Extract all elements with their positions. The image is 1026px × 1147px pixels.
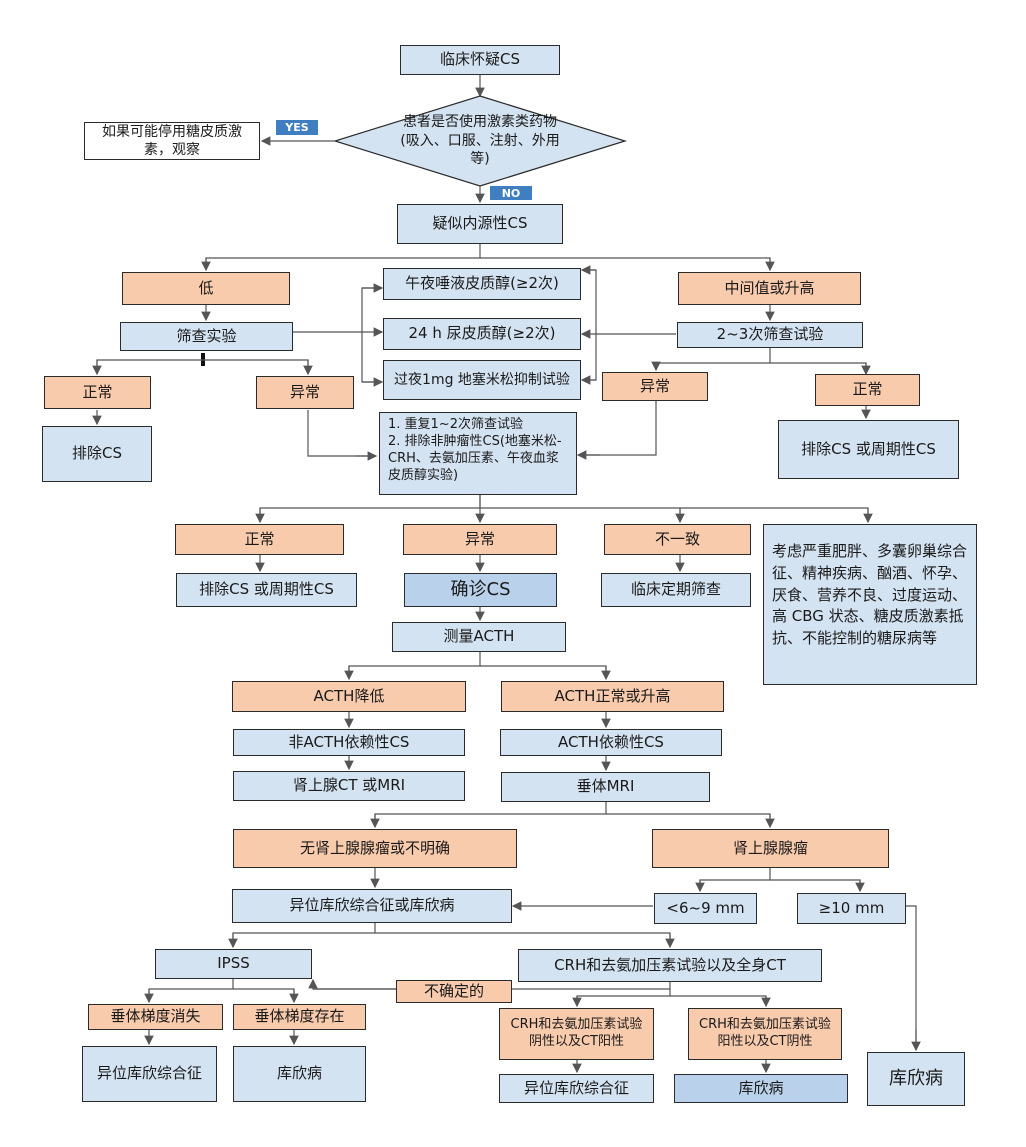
no-adrenal-adenoma-box: 无肾上腺腺瘤或不明确 (233, 829, 517, 868)
stop-steroid-box: 如果可能停用糖皮质激素，观察 (84, 122, 260, 160)
non-acth-dependent-box: 非ACTH依赖性CS (233, 729, 465, 756)
gradient-present-box: 垂体梯度存在 (233, 1004, 366, 1030)
confirm-cs-box: 确诊CS (404, 573, 557, 607)
suspect-cs-box: 临床怀疑CS (400, 45, 560, 75)
abnormal-mid-box: 异常 (403, 524, 557, 555)
normal-mid-box: 正常 (175, 524, 344, 555)
screening-test-box: 筛查实验 (120, 322, 293, 351)
normal-left-box: 正常 (44, 376, 151, 409)
ectopic-or-cushing-box: 异位库欣综合征或库欣病 (232, 889, 512, 923)
lt-6-9-box: <6~9 mm (654, 893, 757, 924)
adrenal-ct-mri-box: 肾上腺CT 或MRI (233, 771, 465, 801)
exclude-cs-periodic-right-box: 排除CS 或周期性CS (778, 420, 959, 479)
ectopic-box-2: 异位库欣综合征 (499, 1074, 654, 1103)
no-tag: NO (490, 186, 532, 200)
ge-10-box: ≥10 mm (797, 893, 906, 924)
steroid-question-diamond: 患者是否使用激素类药物(吸入、口服、注射、外用等) (400, 113, 560, 168)
measure-acth-box: 测量ACTH (392, 622, 566, 652)
cushing-big-box: 库欣病 (867, 1052, 965, 1106)
repeat-tests-box: 1. 重复1~2次筛查试验 2. 排除非肿瘤性CS(地塞米松-CRH、去氨加压素… (379, 412, 577, 495)
test-saliva-box: 午夜唾液皮质醇(≥2次) (383, 268, 581, 300)
intermediate-high-box: 中间值或升高 (678, 272, 861, 305)
ipss-box: IPSS (155, 949, 312, 979)
inconsistent-box: 不一致 (604, 524, 751, 555)
cushing-box-2: 库欣病 (674, 1074, 848, 1103)
normal-right-box: 正常 (815, 374, 920, 406)
cushing-box-1: 库欣病 (233, 1046, 366, 1102)
adrenal-adenoma-box: 肾上腺腺瘤 (652, 829, 889, 868)
abnormal-right-box: 异常 (602, 372, 708, 401)
low-box: 低 (122, 272, 290, 305)
pituitary-mri-box: 垂体MRI (501, 772, 710, 802)
screening-2-3-box: 2~3次筛查试验 (677, 322, 863, 348)
consider-box: 考虑严重肥胖、多囊卵巢综合征、精神疾病、酗酒、怀孕、厌食、营养不良、过度运动、高… (763, 524, 977, 685)
yes-tag: YES (276, 120, 318, 135)
acth-low-box: ACTH降低 (232, 681, 466, 712)
crh-ddavp-ct-box: CRH和去氨加压素试验以及全身CT (518, 949, 822, 982)
test-dex-box: 过夜1mg 地塞米松抑制试验 (383, 360, 581, 400)
crh-pos-ct-neg-box: CRH和去氨加压素试验阳性以及CT阴性 (688, 1008, 842, 1060)
ectopic-box-1: 异位库欣综合征 (82, 1046, 217, 1102)
test-urine-box: 24 h 尿皮质醇(≥2次) (383, 318, 581, 350)
acth-normal-high-box: ACTH正常或升高 (501, 681, 724, 712)
periodic-screen-box: 临床定期筛查 (601, 573, 751, 607)
uncertain-box: 不确定的 (396, 980, 512, 1003)
acth-dependent-box: ACTH依赖性CS (500, 729, 722, 756)
crh-neg-ct-pos-box: CRH和去氨加压素试验阴性以及CT阳性 (499, 1008, 654, 1060)
endogenous-cs-box: 疑似内源性CS (397, 204, 563, 244)
exclude-cs-periodic-mid-box: 排除CS 或周期性CS (176, 573, 357, 607)
gradient-absent-box: 垂体梯度消失 (88, 1004, 223, 1030)
exclude-cs-box: 排除CS (42, 426, 152, 482)
abnormal-left-box: 异常 (256, 376, 354, 409)
